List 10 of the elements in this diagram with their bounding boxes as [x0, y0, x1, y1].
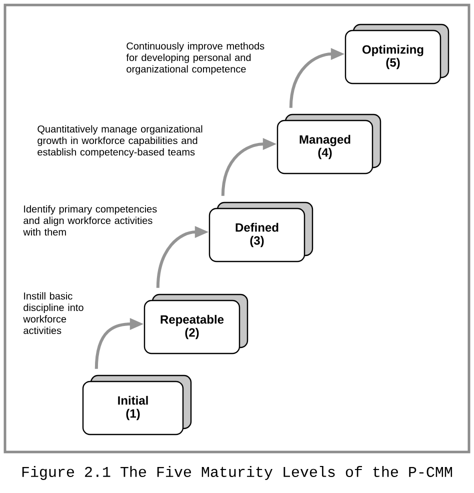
level-box: Managed (4) — [276, 114, 382, 174]
description-text: Continuously improve methods for developing personal and organizational competence — [126, 42, 264, 75]
description-text: Identify primary competencies and align workforce activities with them — [23, 205, 157, 236]
level-box: Defined (3) — [208, 202, 314, 262]
level-box: Initial (1) — [82, 374, 192, 436]
description-text: Quantitatively manage organizational growth in workforce capabilities and establish competency-based teams — [38, 125, 202, 158]
description-text: Instill basic discipline into workforce activities — [23, 292, 84, 334]
level-box: Repeatable (2) — [144, 294, 248, 354]
figure-caption: Figure 2.1 The Five Maturity Levels of the P-CMM — [22, 466, 452, 480]
level-box: Optimizing (5) — [344, 24, 450, 84]
